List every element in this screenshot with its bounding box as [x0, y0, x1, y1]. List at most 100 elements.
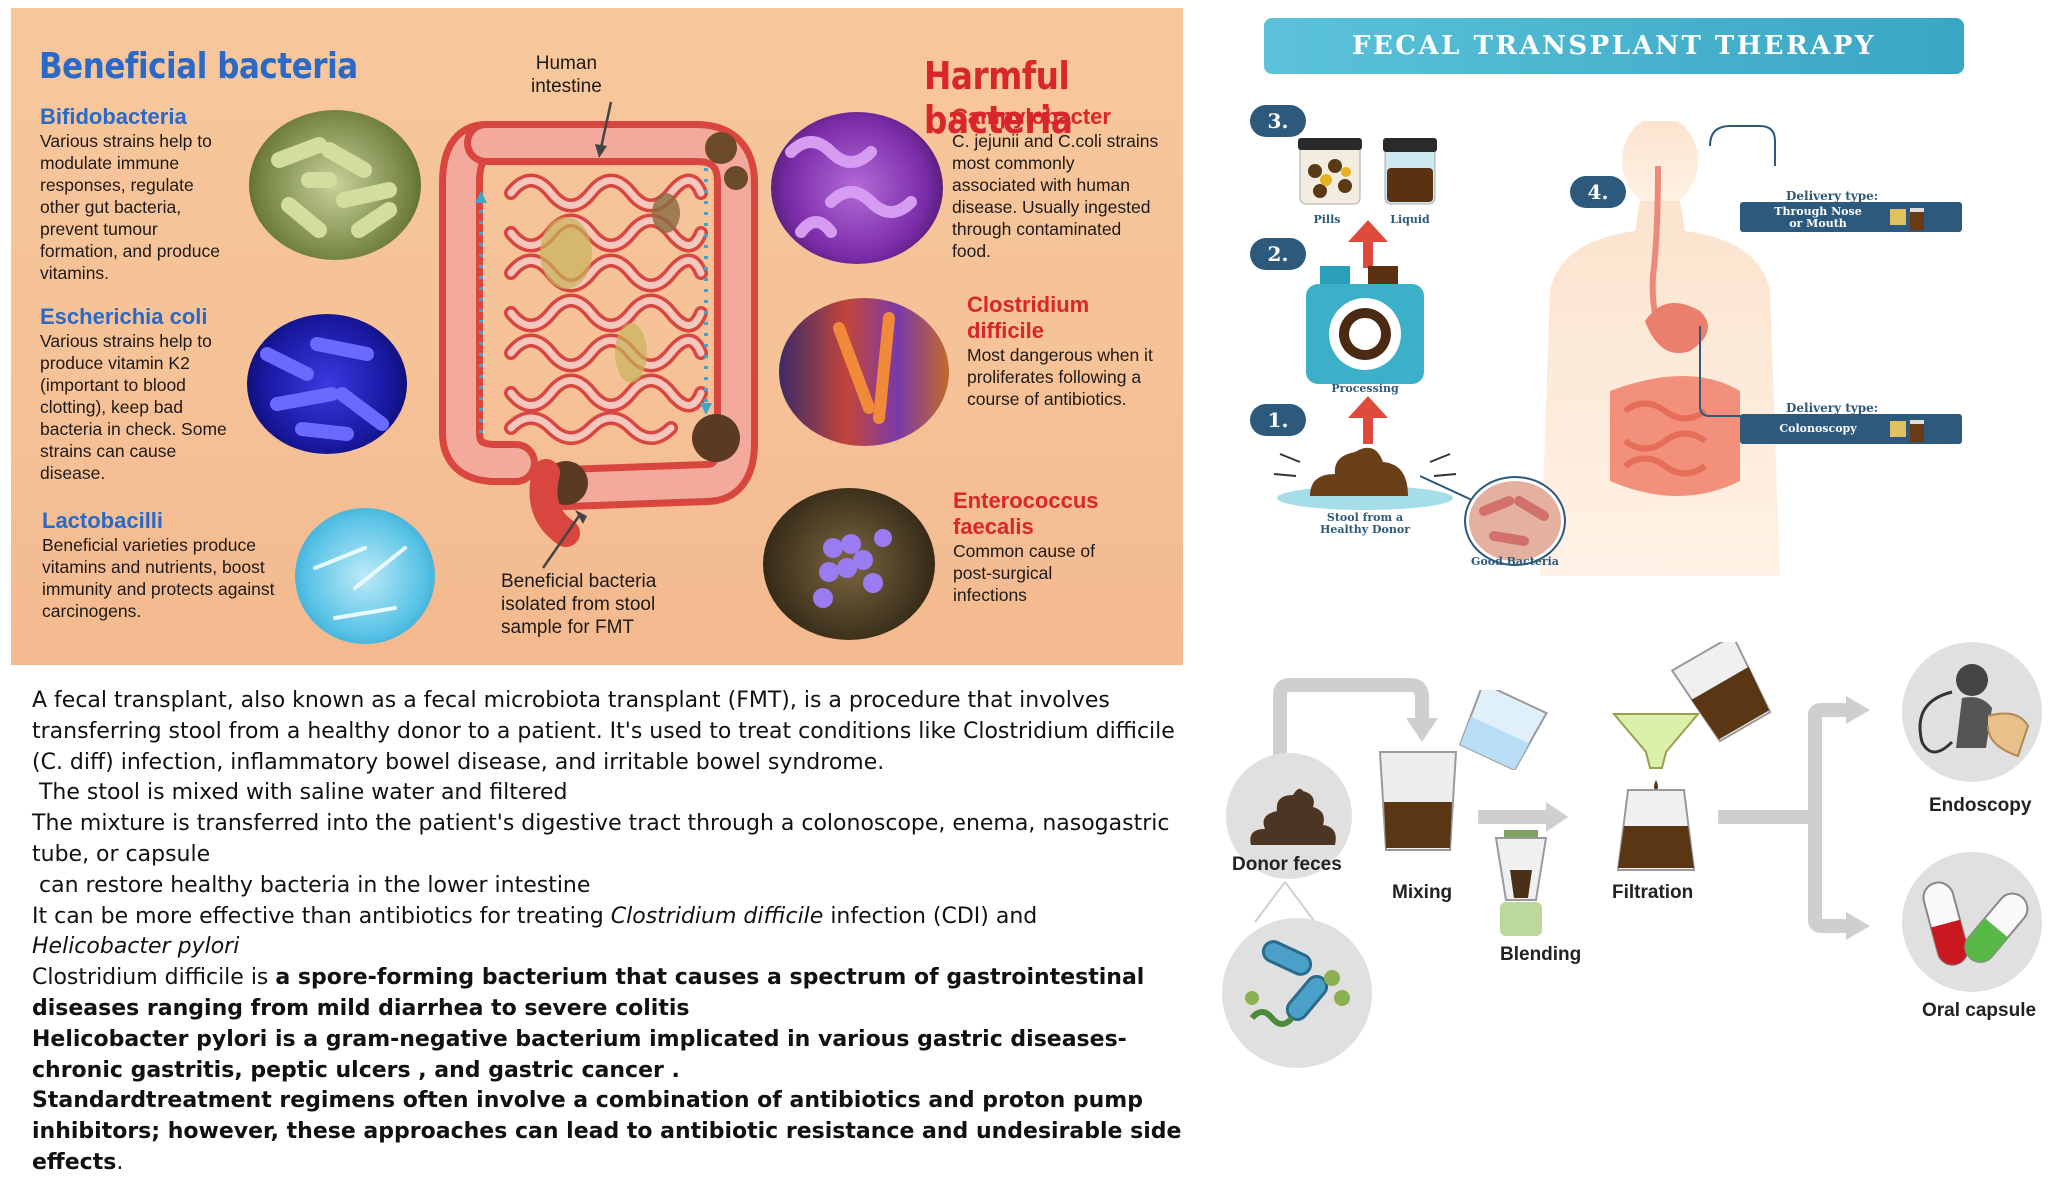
blending-label: Blending	[1500, 944, 1582, 965]
desc-line: food.	[952, 241, 991, 261]
desc-line: immunity and protects against	[42, 579, 275, 599]
body-silhouette	[1540, 121, 1780, 576]
desc-line: Various strains help to	[40, 131, 212, 151]
fmt-label-line: isolated from stool	[501, 594, 656, 615]
desc-line: clotting), keep bad	[40, 397, 184, 417]
intestine-label-line: intestine	[531, 76, 602, 97]
mixing-label: Mixing	[1392, 882, 1453, 903]
liquid-icon	[1910, 208, 1924, 230]
step-1-badge: 1.	[1250, 404, 1306, 436]
intestine-label-line: Human	[535, 53, 598, 74]
delivery-lines	[1699, 125, 1776, 417]
liquid-caption: Liquid	[1390, 213, 1430, 226]
text-span: It can be more effective than antibiotic…	[32, 903, 611, 929]
bifidobacteria-name: Bifidobacteria	[40, 104, 187, 129]
text-span: .	[116, 1149, 124, 1175]
campylobacter-desc: C. jejunii and C.coli strains most commo…	[952, 130, 1158, 262]
fmt-text: A fecal transplant, also known as a feca…	[32, 686, 1182, 1179]
caption-line: Healthy Donor	[1319, 523, 1410, 536]
endoscopy-icon	[1918, 664, 2030, 758]
clostridium-desc: Most dangerous when it proliferates foll…	[967, 344, 1153, 410]
process-graphics	[1254, 678, 1870, 940]
desc-line: vitamins.	[40, 263, 110, 283]
ecoli-image	[247, 314, 407, 454]
text-bold: Helicobacter pylori is a gram-negative b…	[32, 1026, 1127, 1083]
paragraph: Clostridium difficile is a spore-forming…	[32, 963, 1182, 1025]
paragraph: The stool is mixed with saline water and…	[32, 780, 568, 806]
desc-line: Various strains help to	[40, 331, 212, 351]
clostridium-image	[779, 298, 949, 446]
pouring-glass-icon	[1670, 642, 1772, 742]
beneficial-heading: Beneficial bacteria	[39, 46, 358, 87]
delivery-nose-box: Through Nose or Mouth	[1740, 202, 1962, 232]
lactobacilli-desc: Beneficial varieties produce vitamins an…	[42, 534, 274, 622]
campylobacter-name: Campylobacter	[952, 104, 1111, 129]
stool-icon	[1273, 447, 1457, 510]
desc-line: responses, regulate	[40, 175, 194, 195]
paragraph: It can be more effective than antibiotic…	[32, 902, 1182, 964]
desc-line: most commonly	[952, 153, 1075, 173]
paragraph: A fecal transplant, also known as a feca…	[32, 688, 1175, 775]
desc-line: vitamins and nutrients, boost	[42, 557, 265, 577]
pills-caption: Pills	[1313, 213, 1341, 226]
name-line: faecalis	[953, 514, 1034, 539]
clostridium-name: Clostridium difficile	[967, 292, 1089, 344]
desc-line: disease. Usually ingested	[952, 197, 1151, 217]
lactobacilli-name: Lactobacilli	[42, 508, 164, 533]
text-span: Clostridium difficile is	[32, 965, 276, 991]
name-line: Enterococcus	[953, 488, 1099, 513]
good-bacteria-image	[1466, 478, 1564, 564]
step-4-badge: 4.	[1570, 176, 1626, 208]
mixing-glass-icon	[1378, 751, 1458, 851]
paragraph: can restore healthy bacteria in the lowe…	[32, 872, 591, 898]
intestine-arrow	[595, 101, 613, 158]
delivery-title-2: Delivery type:	[1786, 401, 1879, 415]
process-diagram: Donor feces Mixing Blending Filtration	[1210, 630, 2048, 1070]
endoscopy-label: Endoscopy	[1929, 795, 2032, 816]
desc-line: proliferates following a	[967, 367, 1142, 387]
desc-line: other gut bacteria,	[40, 197, 182, 217]
desc-line: associated with human	[952, 175, 1131, 195]
delivery-colon-label: Colonoscopy	[1779, 422, 1857, 435]
desc-line: Common cause of	[953, 541, 1096, 561]
paragraph: The mixture is transferred into the pati…	[32, 811, 1170, 867]
name-line: difficile	[967, 318, 1045, 343]
bifidobacteria-image	[249, 110, 421, 260]
desc-line: infections	[953, 585, 1027, 605]
fmt-label-line: Beneficial bacteria	[501, 571, 657, 592]
stool-caption: Stool from a Healthy Donor	[1270, 512, 1460, 536]
arrow-up-icon	[1348, 396, 1388, 444]
capsule-icon	[1922, 881, 2029, 966]
desc-line: strains can cause	[40, 441, 177, 461]
desc-line: carcinogens.	[42, 601, 142, 621]
fmt-label: Beneficial bacteria isolated from stool …	[501, 570, 656, 639]
intestine-illustration	[439, 121, 758, 547]
pills-icon	[1890, 209, 1906, 225]
name-line: Clostridium	[967, 292, 1090, 317]
pills-icon	[1890, 421, 1906, 437]
fecal-transplant-therapy: FECAL TRANSPLANT THERAPY 3. 2. 1. 4. Pil…	[1230, 6, 2048, 576]
desc-line: produce vitamin K2	[40, 353, 190, 373]
label-line: or Mouth	[1789, 217, 1847, 230]
enterococcus-image	[763, 488, 935, 640]
therapy-title: FECAL TRANSPLANT THERAPY	[1264, 18, 1964, 74]
desc-line: Beneficial varieties produce	[42, 535, 257, 555]
oral-capsule-circle	[1902, 852, 2042, 992]
caption-line: Stool from a	[1326, 511, 1404, 524]
delivery-title-1: Delivery type:	[1786, 189, 1879, 203]
oral-capsule-label: Oral capsule	[1922, 1000, 2037, 1021]
delivery-nose-label: Through Nose or Mouth	[1748, 206, 1888, 230]
desc-line: post-surgical	[953, 563, 1053, 583]
text-italic: Helicobacter pylori	[32, 934, 240, 960]
ecoli-name: Escherichia coli	[40, 304, 208, 329]
processing-icon	[1306, 266, 1424, 384]
donor-label: Donor feces	[1232, 854, 1342, 875]
paragraph: Helicobacter pylori is a gram-negative b…	[32, 1025, 1182, 1087]
water-glass-icon	[1458, 690, 1548, 770]
label-line: Through Nose	[1774, 205, 1862, 218]
text-bold: Standardtreatment regimens often involve…	[32, 1088, 1182, 1175]
paragraph: Standardtreatment regimens often involve…	[32, 1086, 1182, 1178]
arrow-up-icon	[1348, 220, 1388, 268]
blender-icon	[1494, 830, 1548, 936]
desc-line: through contaminated	[952, 219, 1122, 239]
